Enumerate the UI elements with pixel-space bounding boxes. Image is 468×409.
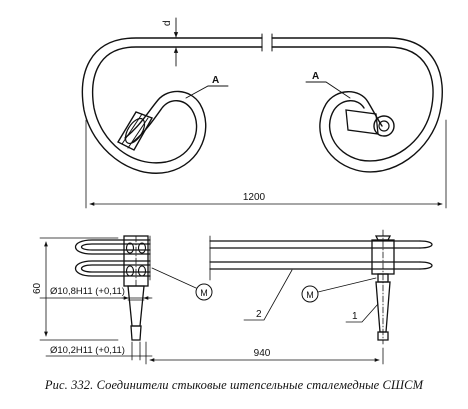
callout-m-right: M: [306, 290, 314, 300]
part-number-2: 2: [256, 309, 262, 320]
dim-940-label: 940: [254, 348, 271, 359]
figure-caption: Рис. 332. Соединители стыковые штепсельн…: [44, 378, 424, 392]
tolerance-upper: Ø10,8H11 (+0,11): [50, 286, 125, 297]
right-side-terminal: [371, 229, 395, 345]
left-loop-inner: [91, 46, 263, 164]
right-terminal: [345, 109, 395, 137]
dim-1200-label: 1200: [243, 192, 266, 203]
right-loop-inner: [271, 46, 434, 162]
callout-a-left: A: [212, 75, 219, 86]
left-loop-outer: [81, 37, 263, 174]
dim-d-label: d: [162, 20, 173, 26]
left-terminal: [117, 111, 154, 151]
callout-a-right: A: [312, 71, 319, 82]
right-loop-outer: [271, 37, 443, 173]
left-side-terminal: [123, 235, 149, 341]
dim-60-label: 60: [32, 282, 43, 294]
callout-m-left: M: [200, 288, 208, 298]
part-number-1: 1: [352, 311, 358, 322]
tolerance-lower: Ø10,2H11 (+0,11): [50, 345, 125, 356]
side-view: [39, 229, 433, 365]
top-view: [81, 17, 447, 209]
